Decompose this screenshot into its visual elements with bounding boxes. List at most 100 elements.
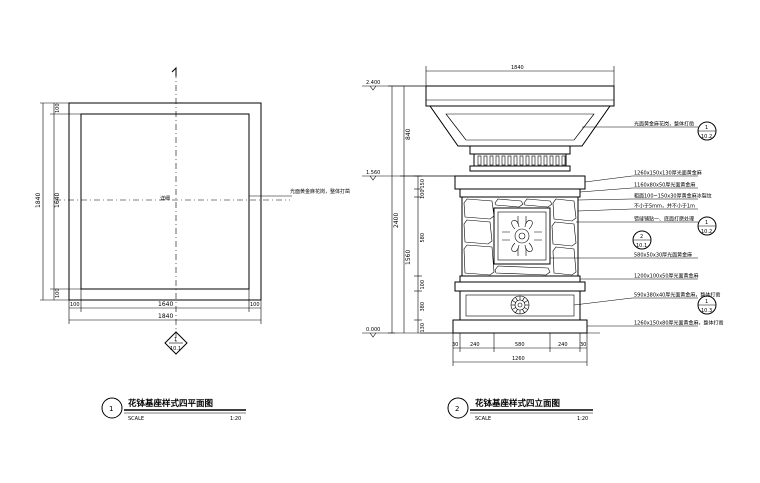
section-cut-mark — [171, 66, 177, 76]
level-base: 0.000 — [366, 327, 380, 333]
pedestal-capital — [425, 85, 615, 147]
elevation-dim-top-width: 1840 — [511, 65, 524, 71]
elevation-dim-e: 30 — [580, 342, 586, 348]
plan-dim-left-mid: 1640 — [54, 193, 61, 208]
flute — [507, 155, 512, 166]
upper-slab-2 — [459, 188, 581, 198]
plan-left-dimensions: 1840 100 1640 100 — [35, 102, 81, 301]
flute — [513, 155, 518, 166]
plan-dim-bottom-total: 1840 — [158, 313, 173, 320]
annotation-leader — [577, 208, 633, 212]
callout-top: 2 — [640, 234, 643, 240]
elevation-dim-total: 2400 — [393, 213, 400, 228]
annotation-label: 1260x150x130厚光面黄金麻 — [634, 170, 702, 177]
base-slab — [452, 319, 588, 334]
callout-marker: 110.3 — [697, 295, 717, 315]
annotation-label: 不小于5mm，并不小于1m — [634, 203, 695, 210]
rosette-petal — [515, 297, 518, 301]
elevation-annotations: 光面黄金麻花岗，整体打凿 1260x150x130厚光面黄金麻 1160x80x50… — [550, 121, 724, 327]
annotation-label: 光面黄金麻花岗，整体打凿 — [634, 121, 694, 128]
elevation-bottom-dimensions: 30 240 580 240 30 1260 — [452, 333, 588, 366]
rosette-petal — [515, 309, 518, 313]
rosette-petal — [524, 300, 528, 303]
inner-dim-label: 100 — [420, 189, 426, 199]
carved-ornament — [502, 216, 542, 256]
callout-top: 1 — [705, 220, 708, 226]
level-top: 2.400 — [366, 80, 380, 86]
rosette-ornament — [510, 295, 530, 315]
callout-top: 1 — [705, 125, 708, 131]
callout-top: 1 — [705, 299, 708, 305]
flute — [525, 155, 530, 166]
elevation-scale-label: SCALE — [475, 416, 491, 422]
annotation-label: 590x380x40厚光面黄金麻，整体打凿 — [634, 292, 720, 299]
rosette-petal — [512, 307, 516, 310]
inner-dim-label: 380 — [420, 302, 426, 312]
stone-piece — [551, 221, 577, 247]
annotation-leader — [577, 198, 633, 201]
callout-marker: 110.2 — [697, 121, 717, 141]
annotation-label: 粗面100~150x30厚黄金麻冰裂纹 — [634, 193, 712, 200]
stone-piece — [463, 198, 495, 220]
plan-marker-top: 1 — [174, 337, 177, 343]
callout-bottom: 10.3 — [701, 308, 712, 314]
plan-view: 详细 光面黄金麻花岗，整体打凿 1840 100 1640 100 100 — [35, 66, 350, 422]
elevation-view: 2.400 1.560 0.000 1840 2400 840 — [362, 65, 724, 422]
elevation-dim-d: 240 — [558, 342, 568, 348]
stone-piece — [552, 246, 577, 276]
flute — [531, 155, 536, 166]
annotation-label: 1260x150x80厚光面黄金麻，整体打凿 — [634, 320, 724, 327]
callout-marker: 110.2 — [697, 216, 717, 236]
elevation-dim-lower: 1560 — [405, 250, 412, 265]
inner-dim-label: 130 — [420, 323, 426, 333]
pedestal-fluted-band — [469, 145, 571, 172]
plan-dim-bottom-left: 100 — [70, 302, 80, 308]
annotation-leader — [584, 175, 633, 183]
annotation-leader — [573, 297, 633, 306]
stone-piece — [463, 244, 495, 276]
elevation-dim-total-width: 1260 — [512, 356, 525, 362]
rosette-petal — [512, 300, 516, 303]
flute — [519, 155, 524, 166]
rosette-petal — [522, 297, 525, 301]
plan-dim-bottom-right: 100 — [250, 302, 260, 308]
level-mid: 1.560 — [366, 170, 380, 176]
annotation-label: 1200x100x50厚光面黄金麻 — [634, 273, 699, 280]
plan-bottom-dimensions: 100 1640 100 1840 — [68, 289, 262, 324]
flute — [489, 155, 494, 166]
stone-piece — [463, 219, 493, 245]
elevation-title-text: 花钵基座样式四立面图 — [475, 398, 560, 409]
plan-center-label: 详细 — [160, 195, 170, 202]
plan-section-marker: 1 10.1 — [164, 331, 188, 355]
inner-dim-label: 580 — [420, 233, 426, 243]
plan-dim-left-top: 100 — [55, 103, 61, 113]
annotation-label: 580x50x30厚光面黄金麻 — [634, 252, 692, 259]
callout-marker: 210.1 — [632, 230, 652, 250]
pedestal-lower-panel — [459, 290, 581, 321]
elevation-dim-c: 580 — [515, 342, 525, 348]
plan-title-block: 1 花钵基座样式四平面图 SCALE 1:20 — [101, 397, 246, 422]
rosette-petal — [524, 307, 528, 310]
elevation-dim-upper: 840 — [405, 128, 412, 140]
plan-inner-outline — [80, 113, 250, 290]
plan-marker-bottom: 10.1 — [170, 346, 181, 352]
plan-leader-label: 光面黄金麻花岗，整体打凿 — [290, 188, 350, 195]
callout-bottom: 10.2 — [701, 134, 712, 140]
stone-piece — [552, 198, 577, 222]
inner-dim-label: 100 — [420, 280, 426, 290]
flute — [555, 155, 560, 166]
annotation-label: 错缝铺贴一、底面打磨处理 — [634, 216, 694, 223]
annotation-label: 1160x80x50厚光面黄金麻 — [634, 182, 695, 189]
plan-dim-bottom-mid: 1640 — [158, 301, 173, 308]
flute — [495, 155, 500, 166]
plan-dim-left-total: 1840 — [35, 193, 42, 208]
flute — [483, 155, 488, 166]
plan-title-text: 花钵基座样式四平面图 — [128, 398, 213, 409]
flute — [477, 155, 482, 166]
plan-scale-value: 1:20 — [230, 416, 241, 422]
elevation-dim-b: 240 — [470, 342, 480, 348]
elevation-title-number: 2 — [455, 405, 459, 413]
